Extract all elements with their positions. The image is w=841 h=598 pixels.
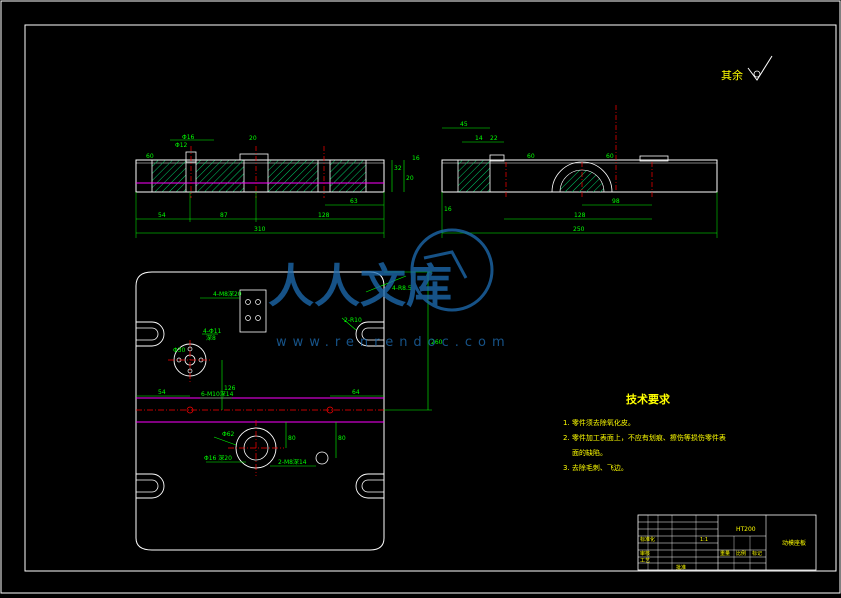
roughness-label: 其余 xyxy=(721,68,743,82)
front-dim-left: 60 xyxy=(146,153,154,160)
front-dim-h2: 20 xyxy=(406,175,414,182)
tech-req-item-3: 面的缺陷。 xyxy=(572,448,607,457)
front-view: Φ16 Φ12 20 60 32 20 16 54 87 128 63 310 xyxy=(135,134,420,238)
roughness-icon xyxy=(747,55,773,81)
title-block-label-ratio: 比例 xyxy=(736,550,746,557)
roughness-note: 其余 xyxy=(721,55,773,82)
plan-hole-pattern2: 4-Φ11 xyxy=(203,328,222,335)
title-block-label-approve: 批准 xyxy=(676,564,686,571)
watermark-cn: 人人文库 xyxy=(268,259,452,313)
front-dim-overall: 310 xyxy=(254,226,266,233)
plan-dim-v1: 126 xyxy=(224,385,236,392)
plan-bore: Φ62 xyxy=(222,431,235,438)
front-dim-top3: 20 xyxy=(249,135,257,142)
side-dim-top: 45 xyxy=(460,121,468,128)
title-block-label-mark: 标记 xyxy=(752,550,762,557)
title-block-material: HT200 xyxy=(736,526,756,533)
plan-dim-height: 260 xyxy=(431,339,443,346)
side-dim-b2: 98 xyxy=(612,198,620,205)
plan-hole-m: 2-M8深14 xyxy=(278,458,307,466)
front-dim-b1: 54 xyxy=(158,212,166,219)
front-dim-top2: Φ12 xyxy=(175,142,188,149)
watermark-logo-ring xyxy=(410,228,494,312)
side-dim-b1: 128 xyxy=(574,212,586,219)
side-dim-overall: 250 xyxy=(573,226,585,233)
tech-requirements: 技术要求 1. 零件须去除氧化皮。 2. 零件加工表面上，不应有划痕、擦伤等损伤… xyxy=(563,392,726,472)
front-dim-b3: 128 xyxy=(318,212,330,219)
front-dim-h3: 16 xyxy=(412,155,420,162)
watermark-url: www.renrendoc.com xyxy=(276,335,511,350)
plan-dim-left: 54 xyxy=(158,389,166,396)
tech-req-item-1: 1. 零件须去除氧化皮。 xyxy=(563,418,635,427)
plan-dim-rt: 4-R8.5 xyxy=(392,285,412,292)
side-dim-left: 16 xyxy=(444,206,452,213)
plan-hole-center: Φ30 xyxy=(173,347,186,354)
title-block: HT200 动模座板 1:1 重量 比例 标记 标准化 审核 工艺 批准 xyxy=(637,514,817,571)
title-block-label-process: 工艺 xyxy=(640,558,650,564)
title-block-scale: 1:1 xyxy=(700,537,708,543)
plan-dim-right: 64 xyxy=(352,389,360,396)
front-dim-b4: 63 xyxy=(350,198,358,205)
title-block-label-weight: 重量 xyxy=(720,550,730,557)
tech-req-item-4: 3. 去除毛刺、飞边。 xyxy=(563,463,628,472)
plan-thread-left: 6-M10深14 xyxy=(201,390,234,398)
plan-dim-v2: 80 xyxy=(288,435,296,442)
plan-dim-slot: 2-R10 xyxy=(344,317,362,324)
title-block-label-design: 标准化 xyxy=(640,536,655,543)
front-dim-b2: 87 xyxy=(220,212,228,219)
tech-req-title: 技术要求 xyxy=(626,392,671,406)
title-block-part-name: 动模座板 xyxy=(782,539,806,547)
front-dim-h1: 32 xyxy=(394,165,402,172)
side-dim-c1: 60 xyxy=(527,153,535,160)
side-dim-mid2: 22 xyxy=(490,135,498,142)
plan-view-outline xyxy=(135,271,385,551)
tech-req-item-2: 2. 零件加工表面上，不应有划痕、擦伤等损伤零件表 xyxy=(563,433,726,442)
inner-frame xyxy=(24,24,837,572)
plan-bore2: Φ16 深20 xyxy=(204,454,232,462)
plan-view: 4-M8深20 4-Φ11 深8 Φ30 6-M10深14 54 64 260 … xyxy=(135,271,443,551)
side-dim-mid1: 14 xyxy=(475,135,483,142)
watermark: 人人文库 www.renrendoc.com xyxy=(268,228,511,350)
plan-dim-v3: 80 xyxy=(338,435,346,442)
plan-hole-pattern: 4-M8深20 xyxy=(213,290,242,298)
front-dim-top1: Φ16 xyxy=(182,134,195,141)
plan-hole-depth: 深8 xyxy=(206,334,216,342)
title-block-label-audit: 审核 xyxy=(640,550,650,557)
side-dim-c2: 60 xyxy=(606,153,614,160)
side-view: 45 14 22 16 60 60 128 98 250 xyxy=(441,105,718,238)
